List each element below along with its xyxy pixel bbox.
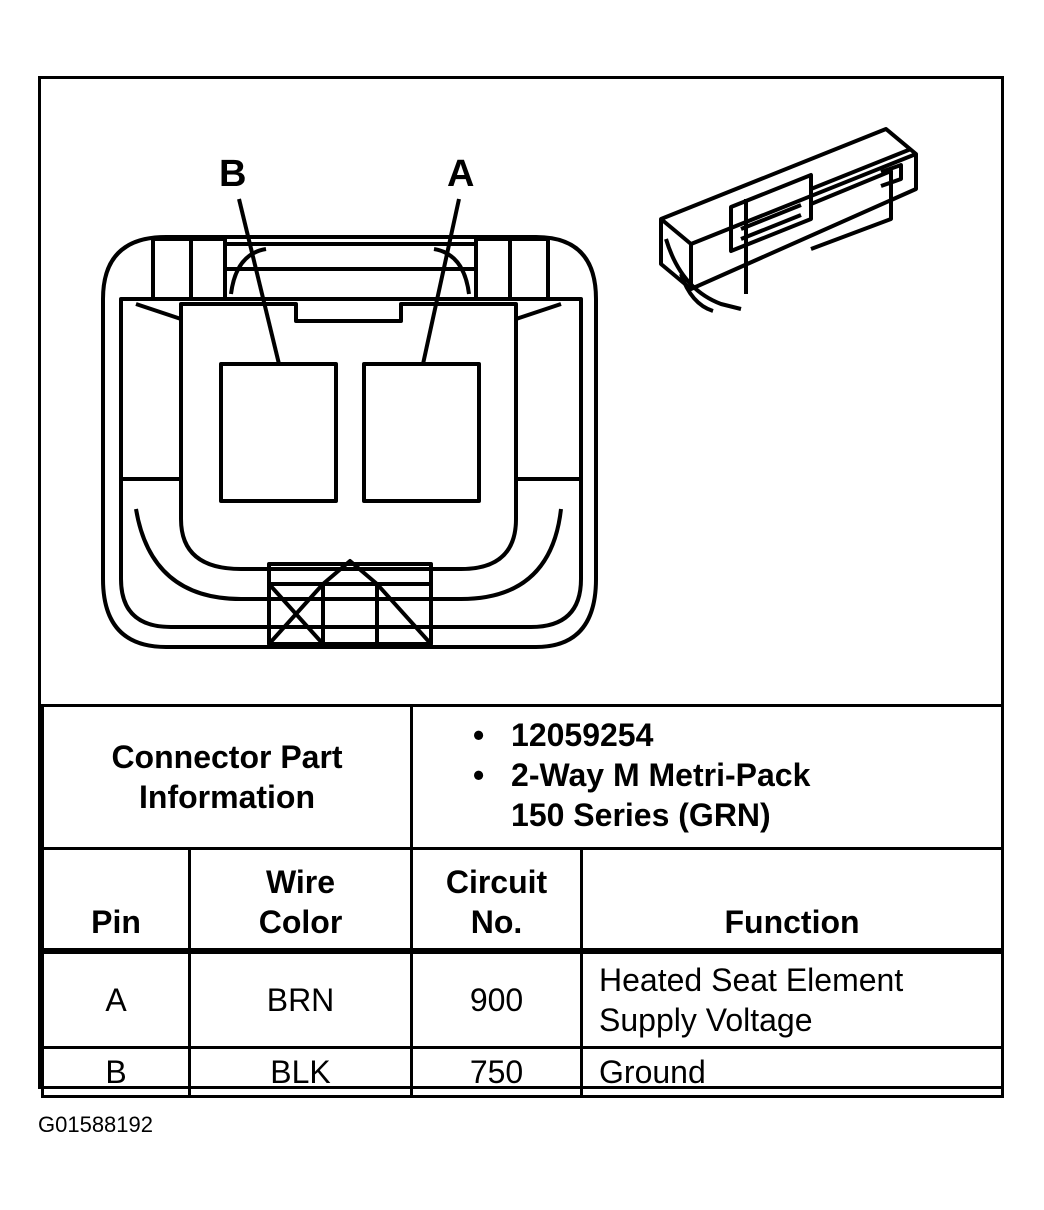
pin-b-leader-line xyxy=(237,198,281,365)
wire-color-cell: BRN xyxy=(187,949,414,1049)
table-row: B BLK 750 Ground xyxy=(41,1046,1005,1098)
connector-outer-housing xyxy=(101,235,598,649)
connector-part-label: Connector Part Information xyxy=(40,704,414,850)
function-cell: Heated Seat Element Supply Voltage xyxy=(580,949,1005,1049)
table-header-row: Pin Wire Color Circuit No. Function xyxy=(41,847,1005,954)
part-number: 12059254 xyxy=(473,715,1001,755)
connector-3d-illustration xyxy=(659,127,918,313)
terminal-a-window xyxy=(362,362,481,503)
connector-figure-frame: B A Connector Part Info xyxy=(38,76,1005,1098)
figure-id: G01588192 xyxy=(38,1112,153,1137)
pin-a-leader-line xyxy=(421,198,461,365)
connector-inner-housing xyxy=(119,297,583,629)
circuit-cell: 900 xyxy=(410,949,584,1049)
latch-tab-right-2 xyxy=(508,237,550,301)
function-cell: Ground xyxy=(580,1046,1005,1098)
circuit-cell: 750 xyxy=(410,1046,584,1098)
pin-b-label: B xyxy=(219,153,246,195)
connector-part-row: Connector Part Information 12059254 2-Wa… xyxy=(40,704,1005,850)
header-pin: Pin xyxy=(41,847,191,954)
polarization-key xyxy=(267,562,433,646)
latch-tab-left-2 xyxy=(189,237,227,301)
table-row: A BRN 900 Heated Seat Element Supply Vol… xyxy=(41,949,1005,1049)
terminal-b-window xyxy=(219,362,338,503)
wire-color-cell: BLK xyxy=(187,1046,414,1098)
connector-part-details: 12059254 2-Way M Metri-Pack 150 Series (… xyxy=(410,704,1005,850)
latch-tab-left xyxy=(151,237,193,301)
connector-info-table: Connector Part Information 12059254 2-Wa… xyxy=(40,704,1005,1098)
pin-cell: B xyxy=(41,1046,191,1098)
pin-cell: A xyxy=(41,949,191,1049)
header-function: Function xyxy=(580,847,1005,954)
connector-description: 2-Way M Metri-Pack 150 Series (GRN) xyxy=(473,755,1001,835)
header-wire-color: Wire Color xyxy=(187,847,414,954)
terminal-cavity xyxy=(179,302,518,571)
latch-tab-right xyxy=(474,237,512,301)
header-circuit-no: Circuit No. xyxy=(410,847,584,954)
pin-a-label: A xyxy=(447,153,474,195)
connector-diagram: B A xyxy=(101,127,918,649)
